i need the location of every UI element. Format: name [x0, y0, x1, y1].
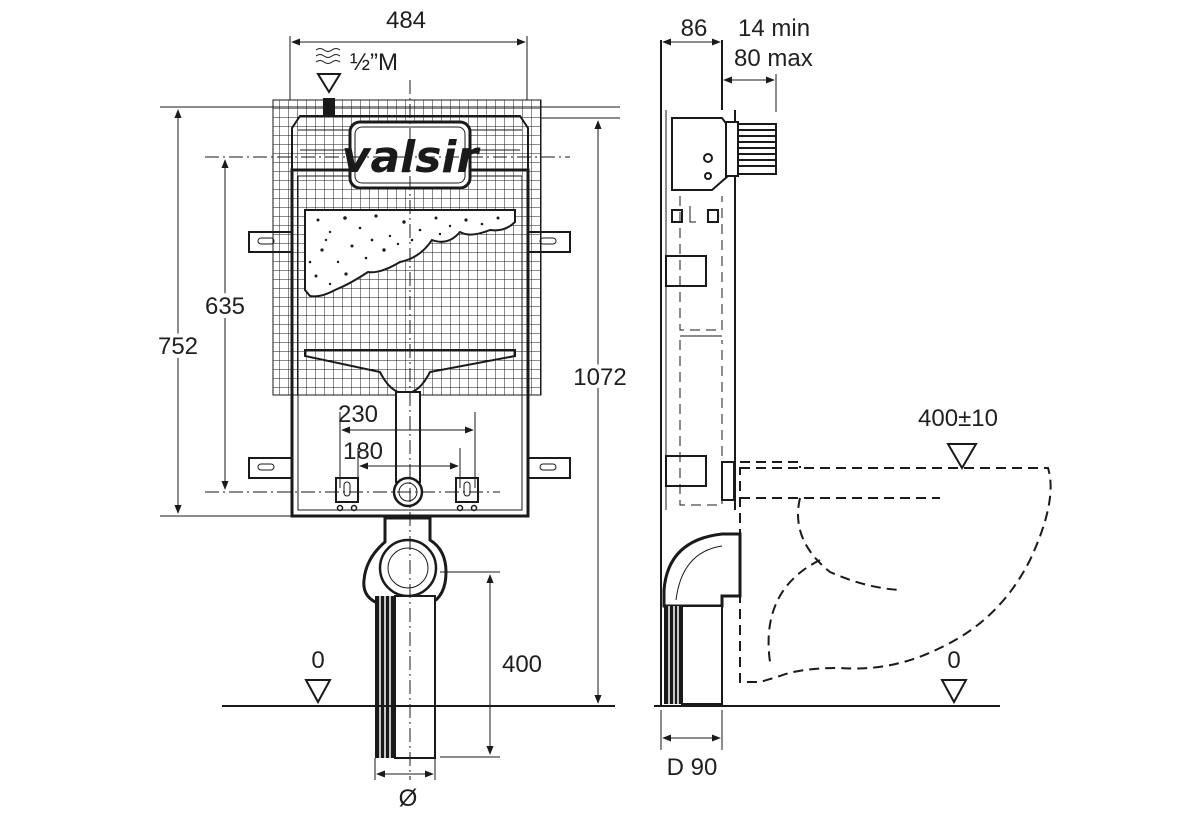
connector-flange	[725, 121, 739, 177]
side-hole	[671, 209, 683, 223]
dim-86: 86	[681, 15, 708, 42]
bellows-connector	[737, 123, 777, 175]
dim-180: 180	[343, 438, 383, 465]
dim-d90: D 90	[667, 754, 718, 781]
dim-635: 635	[205, 293, 245, 320]
dim-80-max: 80 max	[734, 45, 813, 72]
drain-elbow	[362, 516, 448, 606]
pan-connector	[721, 461, 735, 501]
bracket-slot	[257, 237, 275, 245]
bracket-slot	[539, 237, 557, 245]
water-supply-icon	[315, 48, 341, 64]
side-bracket-lower	[665, 455, 707, 487]
bracket-left-upper	[248, 231, 293, 253]
stud-slot	[463, 481, 471, 497]
inlet-level-icon	[316, 73, 342, 94]
stud-slot	[343, 481, 351, 497]
side-hole	[707, 209, 719, 223]
insulation-speckles	[308, 214, 500, 286]
cistern-side-top	[671, 117, 729, 191]
bracket-slot	[539, 463, 557, 471]
dim-752: 752	[158, 333, 198, 360]
bracket-slot	[257, 463, 275, 471]
wc-pan-lid	[740, 461, 801, 468]
valve-pin	[704, 172, 712, 180]
stud-bolts	[336, 504, 478, 512]
dim-400: 400	[502, 651, 542, 678]
wc-pan-bowl	[740, 497, 940, 663]
drain-elbow-inner	[675, 545, 723, 601]
floor-level-label-side: 0	[947, 647, 960, 674]
bracket-right-lower	[527, 457, 571, 479]
wc-pan-outline	[739, 467, 1052, 683]
drain-pipe-side-hatched	[664, 606, 682, 704]
bowl-level-icon	[946, 443, 978, 470]
bracket-left-lower	[248, 457, 293, 479]
floor-level-icon-side	[940, 679, 968, 705]
dim-230: 230	[338, 401, 378, 428]
floor-level-label-front: 0	[311, 647, 324, 674]
valve-pin	[703, 153, 713, 163]
dim-484: 484	[386, 7, 426, 34]
drain-pipe	[394, 595, 436, 759]
pipe-stripes	[379, 596, 391, 758]
side-lever	[689, 206, 696, 223]
dim-400-10: 400±10	[918, 405, 998, 432]
dim-1072: 1072	[573, 364, 626, 391]
dim-14-min: 14 min	[738, 15, 810, 42]
cistern-top	[291, 115, 529, 171]
cistern-hidden-outline	[679, 196, 723, 506]
drain-elbow-side	[662, 532, 742, 608]
stud-left	[335, 477, 359, 503]
front-view: valsir	[154, 7, 631, 812]
inlet-size-label: ½”M	[350, 49, 398, 76]
dim-diameter: Ø	[399, 785, 418, 812]
side-bracket-upper	[665, 255, 707, 287]
flush-pipe	[395, 391, 421, 483]
pipe-stripes	[668, 606, 679, 704]
drain-pipe-side	[681, 605, 723, 705]
bracket-right-upper	[527, 231, 571, 253]
side-view: 86 14 min 80 max 400±10 0 D 90	[654, 15, 1052, 781]
stud-right	[455, 477, 479, 503]
floor-level-icon	[304, 679, 332, 705]
